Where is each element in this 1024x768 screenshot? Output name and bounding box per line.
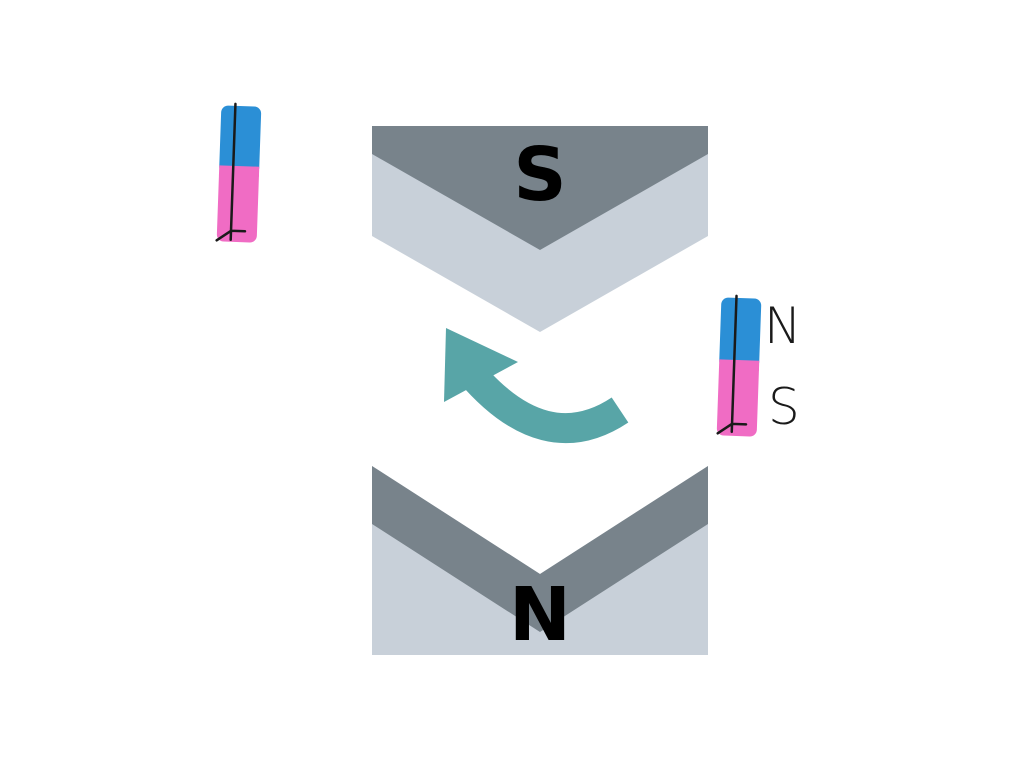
compass-needle-right: N S (716, 294, 801, 437)
compass-needle-left (215, 102, 262, 243)
needle-south-label: S (768, 378, 800, 436)
needle-left-north-half (219, 105, 262, 175)
north-pole-label: N (509, 572, 571, 658)
needle-right-north-half (719, 297, 762, 369)
south-pole-dark-band (372, 126, 708, 250)
arrow-shaft (458, 362, 629, 444)
needle-left-south-half (216, 167, 259, 243)
north-pole-light-band (372, 466, 708, 655)
south-pole-label: S (513, 132, 566, 218)
needle-left-edge-line (215, 102, 247, 242)
needle-right-edge-line (716, 294, 748, 435)
magnet-pole-north: N (372, 466, 708, 658)
north-pole-dark-band (372, 466, 708, 632)
magnet-pole-south: S (372, 126, 708, 332)
needle-north-label: N (764, 297, 801, 355)
counterclockwise-arrow-icon (444, 328, 629, 444)
needle-right-south-half (716, 361, 759, 437)
arrow-head (444, 328, 518, 402)
